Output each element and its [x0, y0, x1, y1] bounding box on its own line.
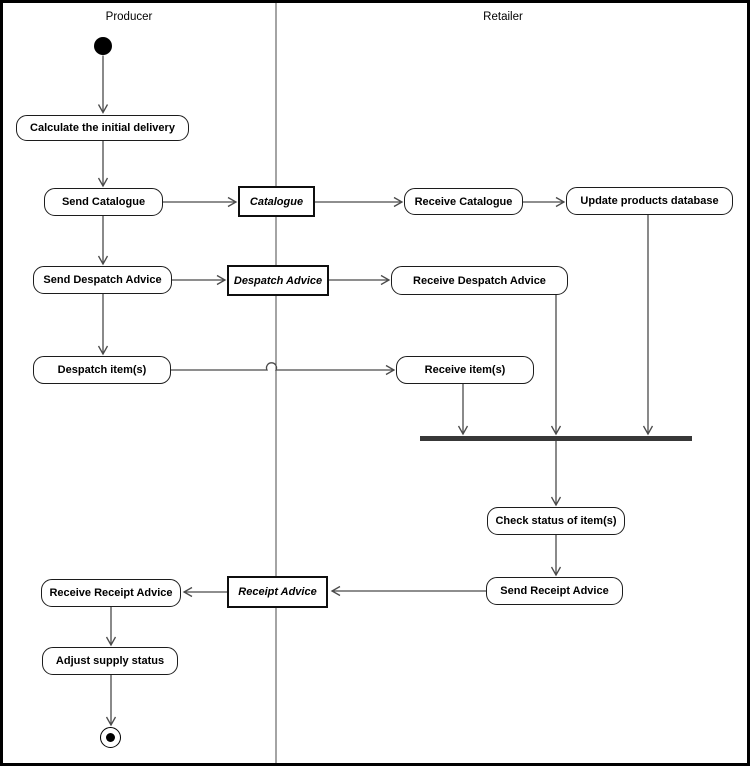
object-node-receipt-advice[interactable]: Receipt Advice	[227, 576, 328, 608]
activity-receive-catalogue[interactable]: Receive Catalogue	[404, 188, 523, 215]
activity-adjust-supply-status[interactable]: Adjust supply status	[42, 647, 178, 675]
edge-despatch-items-to-receive-items	[171, 362, 396, 376]
initial-node[interactable]	[94, 37, 112, 55]
activity-send-catalogue[interactable]: Send Catalogue	[44, 188, 163, 216]
activity-update-products-database[interactable]: Update products database	[566, 187, 733, 215]
activity-check-status-of-items[interactable]: Check status of item(s)	[487, 507, 625, 535]
activity-receive-receipt-advice[interactable]: Receive Receipt Advice	[41, 579, 181, 607]
final-node[interactable]	[100, 727, 121, 748]
object-node-catalogue[interactable]: Catalogue	[238, 186, 315, 217]
object-node-despatch-advice[interactable]: Despatch Advice	[227, 265, 329, 296]
activity-receive-items[interactable]: Receive item(s)	[396, 356, 534, 384]
activity-receive-despatch-advice[interactable]: Receive Despatch Advice	[391, 266, 568, 295]
activity-send-despatch-advice[interactable]: Send Despatch Advice	[33, 266, 172, 294]
final-node-dot	[106, 733, 115, 742]
join-bar[interactable]	[420, 436, 692, 441]
activity-despatch-items[interactable]: Despatch item(s)	[33, 356, 171, 384]
lane-label-retailer: Retailer	[483, 11, 523, 23]
activity-calculate-initial-delivery[interactable]: Calculate the initial delivery	[16, 115, 189, 141]
lane-label-producer: Producer	[105, 11, 153, 23]
activity-send-receipt-advice[interactable]: Send Receipt Advice	[486, 577, 623, 605]
